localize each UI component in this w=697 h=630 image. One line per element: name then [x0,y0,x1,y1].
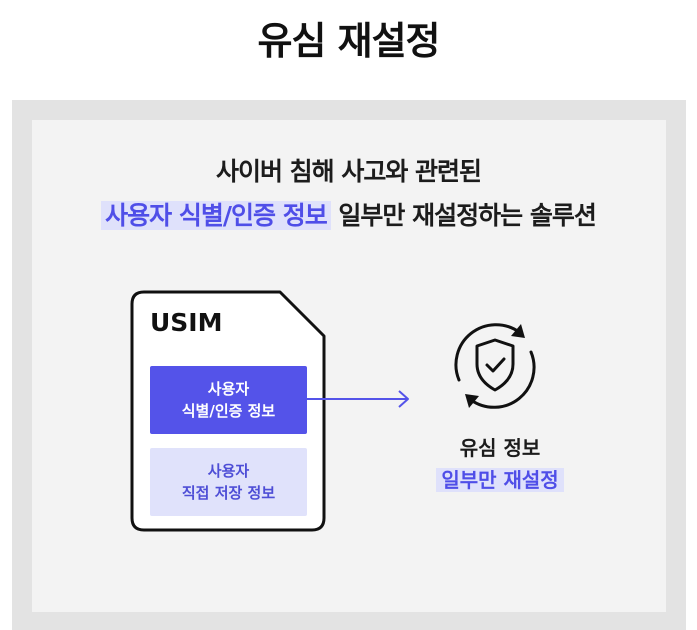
sim-card: USIM 사용자 식별/인증 정보 사용자 직접 저장 정보 [130,290,326,532]
headline: 사이버 침해 사고와 관련된 사용자 식별/인증 정보 일부만 재설정하는 솔루… [0,150,697,238]
storage-info-line1: 사용자 [207,462,250,480]
result-text: 유심 정보 일부만 재설정 [400,432,600,496]
result-line2: 일부만 재설정 [400,464,600,496]
identity-info-line1: 사용자 [207,380,250,398]
headline-highlight: 사용자 식별/인증 정보 [101,201,331,230]
reset-shield-icon [454,323,536,409]
storage-info-box: 사용자 직접 저장 정보 [150,448,307,516]
result-highlight: 일부만 재설정 [436,468,564,492]
page-title: 유심 재설정 [257,19,440,63]
arrow-right-icon [307,390,409,408]
storage-info-line2: 직접 저장 정보 [181,484,276,502]
identity-info-line2: 식별/인증 정보 [181,402,276,420]
headline-line2-rest: 일부만 재설정하는 솔루션 [330,201,596,230]
identity-info-box: 사용자 식별/인증 정보 [150,366,307,434]
headline-line2: 사용자 식별/인증 정보 일부만 재설정하는 솔루션 [0,194,697,238]
headline-line1: 사이버 침해 사고와 관련된 [215,157,482,186]
result-line1: 유심 정보 [459,436,541,460]
sim-label: USIM [150,308,223,337]
